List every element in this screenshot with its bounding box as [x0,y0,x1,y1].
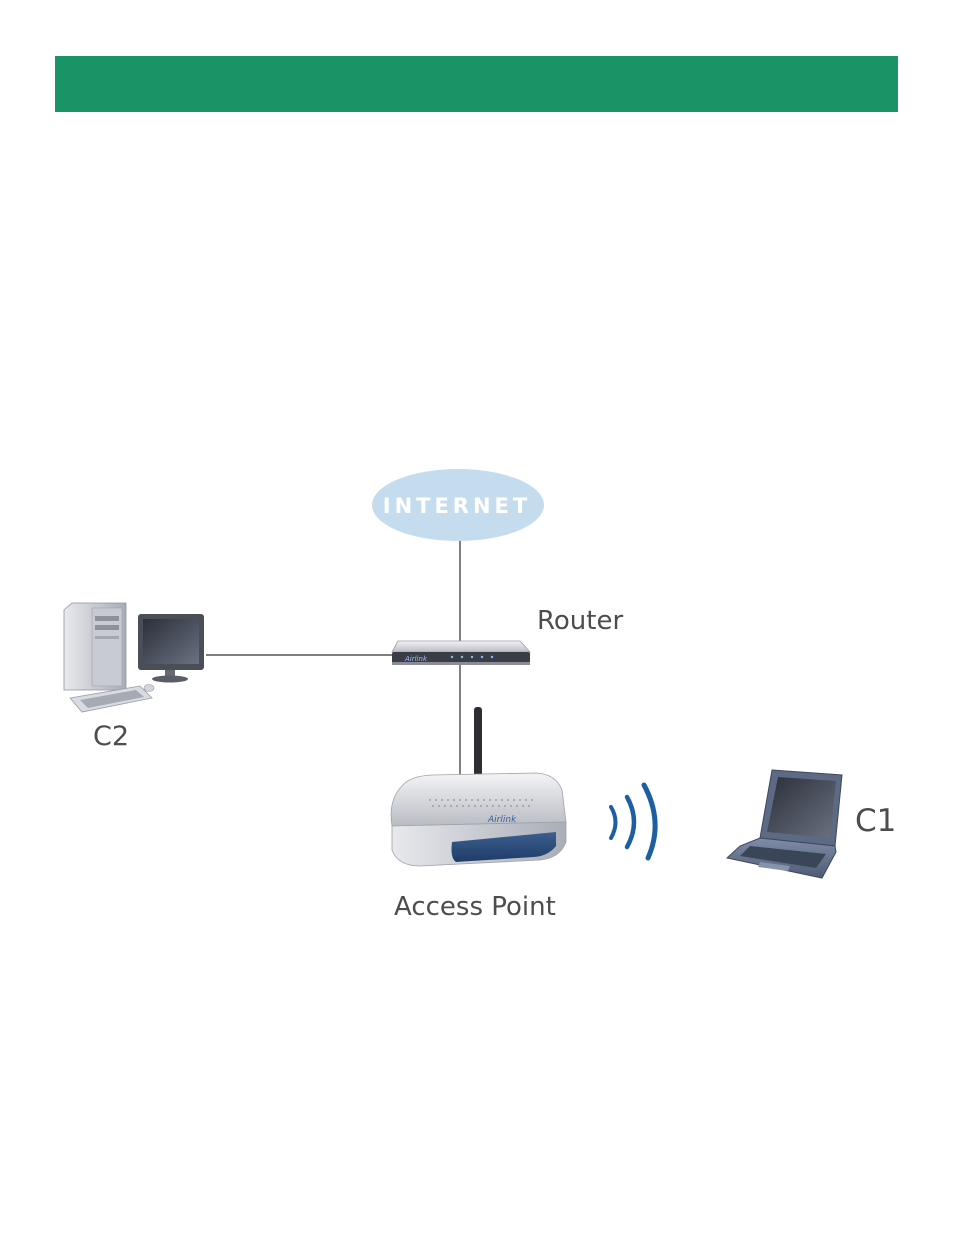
access-point-label: Access Point [394,892,556,922]
c1-label: C1 [855,803,896,839]
access-point-icon: Airlink [391,707,566,866]
svg-text:Airlink: Airlink [487,815,517,825]
internet-label: INTERNET [372,494,542,518]
desktop-computer-icon [64,603,204,712]
wireless-signal-icon [611,785,655,858]
router-icon: Airlink [392,641,530,665]
c2-label: C2 [93,721,129,752]
svg-text:Airlink: Airlink [404,655,428,663]
router-label: Router [537,606,623,636]
laptop-icon [727,770,842,878]
